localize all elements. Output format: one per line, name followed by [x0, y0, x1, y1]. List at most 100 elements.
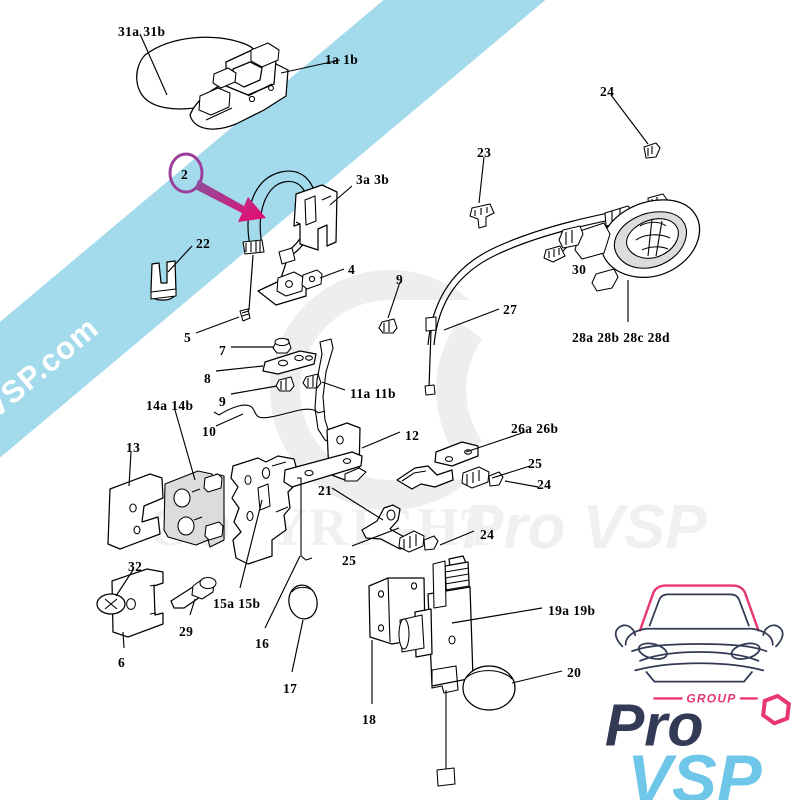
leader-26a26b — [465, 431, 526, 453]
part-central-locking-actuator — [398, 555, 474, 787]
part-door-latch-assembly — [230, 451, 363, 565]
part-blanking-cap — [288, 584, 318, 620]
leader-10 — [215, 413, 244, 427]
leader-25-top — [491, 465, 531, 479]
leader-32 — [115, 569, 134, 597]
part-label-21: 21 — [318, 483, 333, 498]
part-label-2: 2 — [181, 167, 189, 182]
leader-12 — [361, 431, 401, 449]
leader-17 — [291, 619, 304, 673]
leader-27 — [443, 308, 500, 331]
leader-6 — [122, 631, 125, 649]
part-label-17: 17 — [283, 681, 298, 696]
part-link-plate — [262, 350, 317, 375]
part-label-29: 29 — [179, 624, 194, 639]
part-label-24: 24 — [600, 84, 615, 99]
part-clip-pair-9-mid — [275, 373, 322, 392]
leader-13 — [128, 451, 132, 487]
leader-8 — [215, 365, 264, 372]
leader-15a15b — [239, 499, 263, 589]
leader-29 — [189, 598, 196, 616]
leader-22 — [167, 245, 193, 273]
part-pin-fastener-24-top — [643, 142, 661, 159]
part-label-24: 24 — [480, 527, 495, 542]
part-bushing — [272, 337, 292, 354]
part-label-25: 25 — [528, 456, 543, 471]
highlight-ellipse — [168, 152, 204, 194]
part-label-7: 7 — [219, 343, 227, 358]
part-grommet-cap — [462, 665, 516, 711]
part-label-25: 25 — [342, 553, 357, 568]
part-label-13: 13 — [126, 440, 141, 455]
logo-vsp-text: VSP — [627, 742, 762, 800]
part-exterior-door-handle — [558, 199, 701, 292]
leader-24-top-a — [504, 480, 539, 488]
leader-20 — [511, 670, 563, 684]
leader-25-bottom — [351, 527, 400, 547]
leader-24-bottom — [439, 530, 475, 546]
leader-24-top — [610, 94, 649, 145]
leader-14a14b — [174, 409, 196, 481]
leader-9-mid — [230, 385, 278, 395]
part-label-15a-15b: 15a 15b — [213, 596, 261, 611]
part-interior-door-handle-assembly — [189, 42, 289, 130]
part-label-11a-11b: 11a 11b — [350, 386, 396, 401]
part-label-16: 16 — [255, 636, 270, 651]
logo-pro-text: Pro — [605, 692, 704, 759]
leader-31a31b — [139, 33, 168, 96]
leader-5 — [195, 316, 240, 334]
leader-21 — [331, 487, 384, 521]
watermark-brand-text: Pro VSP — [462, 493, 707, 562]
leader-9-top — [387, 281, 401, 319]
part-label-22: 22 — [196, 236, 211, 251]
leader-4 — [319, 268, 345, 279]
part-latch-rod — [297, 477, 313, 561]
part-label-28a-28b-28c-28d: 28a 28b 28c 28d — [572, 330, 670, 345]
part-cable-bracket — [293, 184, 338, 251]
part-label-6: 6 — [118, 655, 126, 670]
logo-group-text: GROUP — [686, 691, 736, 705]
part-label-14a-14b: 14a 14b — [146, 398, 194, 413]
logo-hexagon-icon — [761, 693, 791, 726]
part-cable-clip-plate — [257, 269, 323, 306]
part-label-27: 27 — [503, 302, 518, 317]
part-label-9: 9 — [219, 394, 227, 409]
part-exterior-handle-lever — [396, 441, 504, 490]
part-label-24: 24 — [537, 477, 552, 492]
part-label-12: 12 — [405, 428, 420, 443]
leader-23 — [478, 156, 485, 204]
part-label-4: 4 — [348, 262, 356, 277]
part-striker-shim — [107, 473, 164, 550]
leader-16 — [264, 555, 301, 629]
leader-1a1b — [280, 59, 341, 74]
part-label-5: 5 — [184, 330, 192, 345]
part-label-30: 30 — [572, 262, 587, 277]
part-label-10: 10 — [202, 424, 217, 439]
part-striker-plate-mount — [111, 568, 164, 638]
part-label-8: 8 — [204, 371, 212, 386]
part-door-striker — [163, 470, 225, 548]
part-label-31a-31b: 31a 31b — [118, 24, 166, 39]
part-label-9: 9 — [396, 272, 404, 287]
part-label-20: 20 — [567, 665, 582, 680]
part-label-23: 23 — [477, 145, 492, 160]
part-fastener-pin-5 — [239, 308, 251, 322]
part-label-26a-26b: 26a 26b — [511, 421, 559, 436]
part-label-1a-1b: 1a 1b — [325, 52, 359, 67]
part-label-18: 18 — [362, 712, 377, 727]
part-pivot-bolt — [170, 576, 217, 609]
leader-3a3b — [329, 185, 353, 206]
part-label-3a-3b: 3a 3b — [356, 172, 390, 187]
highlight-arrow — [195, 180, 266, 222]
part-screw-32 — [96, 593, 126, 615]
part-label-19a-19b: 19a 19b — [548, 603, 596, 618]
leader-11a11b — [321, 381, 346, 391]
part-cable-end-clip — [469, 203, 495, 229]
part-label-32: 32 — [128, 559, 143, 574]
leader-19a19b — [451, 607, 543, 624]
